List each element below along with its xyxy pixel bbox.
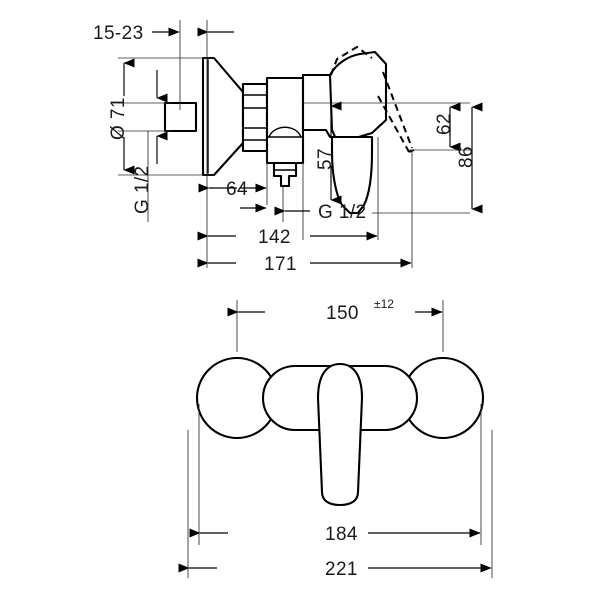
dim-label-g12-inlet: G 1/2 [132,166,153,214]
front-view-geometry [195,356,485,507]
escutcheon-flange [201,56,245,177]
dim-label-184: 184 [325,524,358,545]
outlet-spigot [272,161,298,188]
dim-label-64: 64 [226,179,248,200]
lever-ghost-up [330,45,373,76]
dim-label-221: 221 [325,559,358,580]
dim-label-15-23: 15-23 [93,23,144,44]
dim-label-dia-71: Ø 71 [108,97,129,140]
lever-ghost-down-edge-a [382,71,413,149]
dim-label-142: 142 [258,227,291,248]
dim-label-57: 57 [315,148,336,170]
dim-label-150: 150 [326,303,359,324]
side-view-dimensions: 15-23 Ø 71 G 1/2 57 64 G 1/2 [93,20,483,275]
dim-label-171: 171 [264,254,297,275]
lever-handle-profile [328,50,388,141]
side-view-geometry [163,45,415,215]
cartridge-dome [268,126,302,138]
dim-label-62: 62 [434,113,455,135]
lever-tail [330,135,374,215]
wall-stub [163,101,198,133]
hex-nut [241,82,269,153]
lever-front [316,362,364,507]
dim-label-150-tolerance: ±12 [374,297,394,311]
hex-nut-flats [242,94,268,141]
dim-label-86: 86 [456,146,477,168]
front-view-dimensions: 150 ±12 184 221 [178,297,493,580]
dim-label-g12-outlet: G 1/2 [318,202,366,223]
mixer-body-block [265,76,305,165]
